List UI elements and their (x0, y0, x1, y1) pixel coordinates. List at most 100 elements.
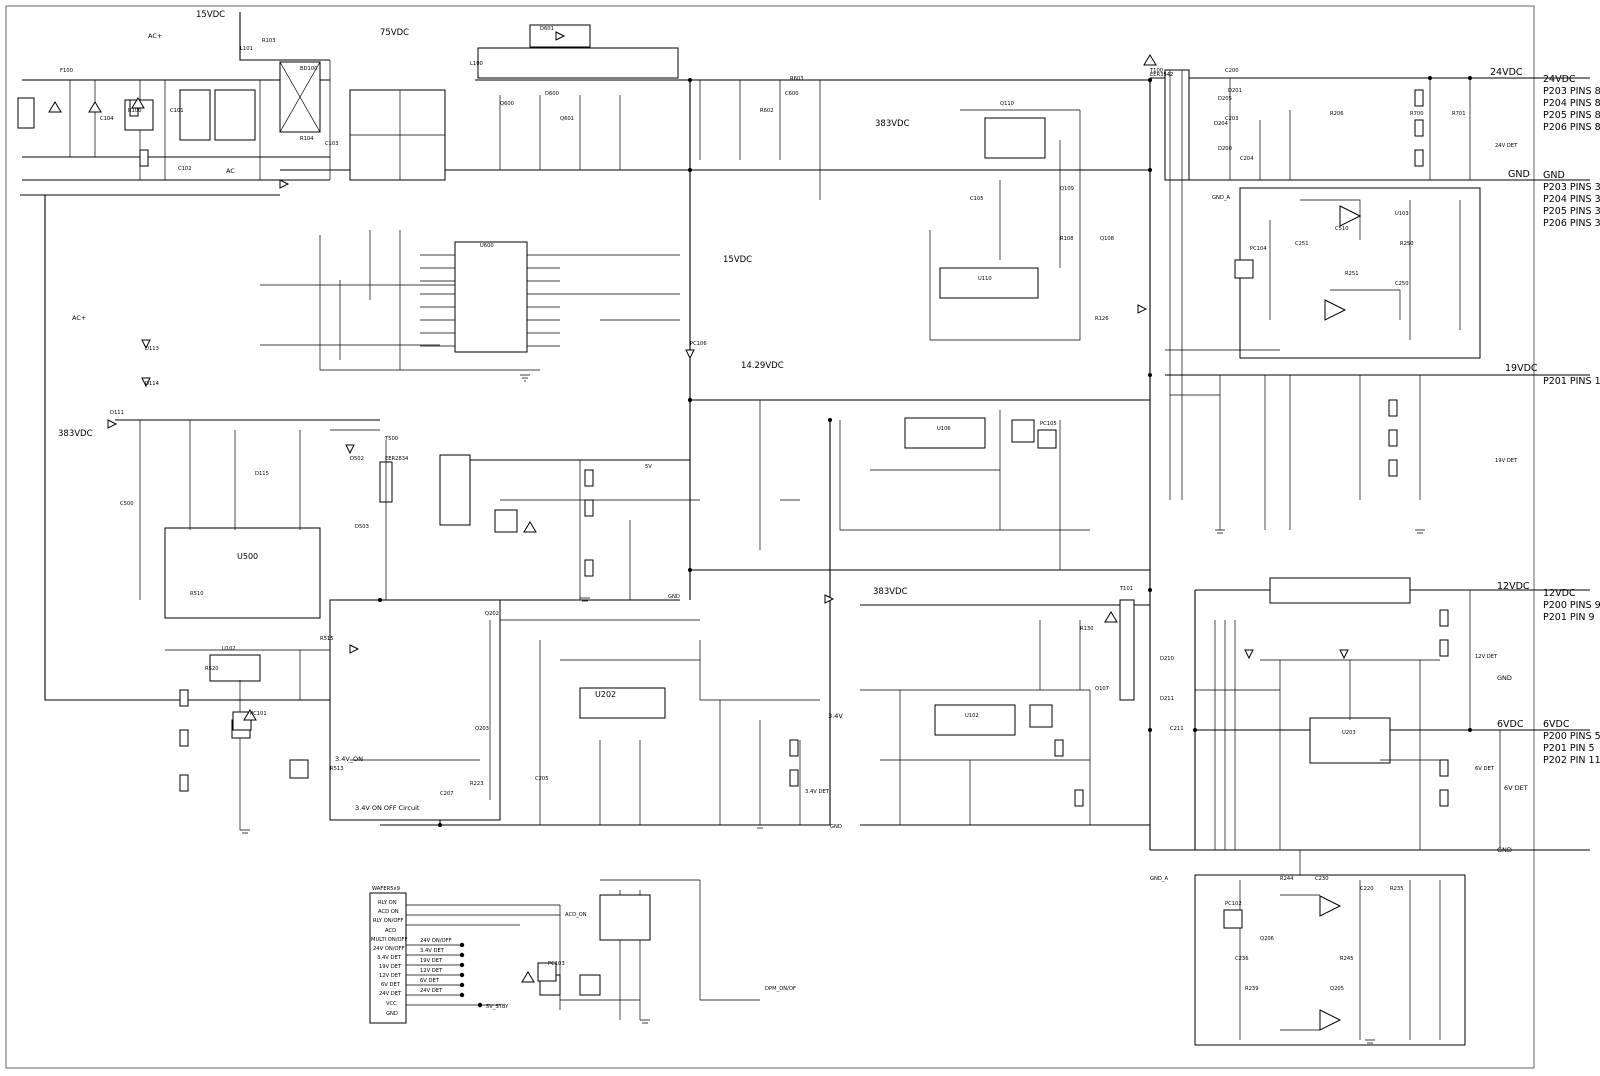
component-ref: C204 (1240, 156, 1254, 162)
label-gnd-bottom: GND (1497, 846, 1512, 854)
component-ref: C205 (535, 776, 549, 782)
optocoupler-icon (232, 259, 1254, 982)
component-ref: R245 (1340, 956, 1354, 962)
component-ref: C250 (1395, 281, 1409, 287)
component-ref: R235 (1390, 886, 1404, 892)
label-12v-pin-1: P200 PINS 9, 10 (1543, 600, 1600, 611)
connector-title: WAFER5x9 (372, 886, 400, 892)
label-6v-pin-2: P201 PIN 5 (1543, 743, 1595, 754)
component-ref: R602 (760, 108, 774, 114)
ic-u203: U203 (1342, 730, 1356, 736)
component-ref: C500 (120, 501, 134, 507)
component-ref: R103 (262, 38, 276, 44)
component-ref: T100 (1149, 68, 1163, 74)
component-ref: L101 (240, 46, 253, 52)
connector-dots (459, 942, 483, 1008)
label-6vdc: 6VDC (1543, 719, 1570, 730)
component-ref: R515 (320, 636, 334, 642)
component-ref: D211 (1160, 696, 1174, 702)
component-ref: Q110 (1000, 101, 1014, 107)
label-3v4: 3.4V (828, 712, 843, 720)
component-refs: F100C101C102L101R103R104BD100C103R100C10… (60, 26, 1466, 992)
component-ref: R700 (1410, 111, 1424, 117)
component-ref: C236 (1235, 956, 1249, 962)
connector-tag-4: 6V DET (420, 978, 440, 984)
component-ref: Q109 (1060, 186, 1074, 192)
label-gnd-mid: GND (830, 824, 842, 830)
u102-block (860, 599, 1135, 825)
u106-block (759, 400, 1090, 570)
label-75vdc: 75VDC (380, 28, 409, 38)
component-ref: D601 (540, 26, 554, 32)
connector-block (369, 879, 760, 1024)
component-ref: PC102 (1225, 901, 1242, 907)
label-24v-det: 24V DET (1495, 143, 1518, 149)
note-transformer-aux: EER2834 (385, 456, 409, 462)
label-383vdc-mid: 383VDC (873, 587, 908, 597)
component-ref: R108 (1060, 236, 1074, 242)
component-ref: C105 (970, 196, 984, 202)
label-19v-det: 19V DET (1495, 458, 1518, 464)
component-ref: C600 (785, 91, 799, 97)
component-ref: Q107 (1095, 686, 1109, 692)
label-gnd-a-top: GND_A (1212, 195, 1230, 201)
label-gnd-pin-3: P205 PINS 3 - 7 (1543, 206, 1600, 217)
component-ref: Q601 (560, 116, 574, 122)
label-6v-det: 6V DET (1504, 784, 1528, 792)
connector-pin-6: 3.4V DET (377, 955, 402, 961)
regulation-lower-right (1194, 850, 1466, 1046)
regulation-19v (1165, 349, 1421, 530)
component-ref: D502 (350, 456, 364, 462)
component-ref: C510 (1335, 226, 1349, 232)
label-12vdc: 12VDC (1543, 588, 1576, 599)
ic-text: U500 U202 U110 U102 U203 U106 U600 U102 (222, 243, 1356, 736)
component-ref: C200 (1225, 68, 1239, 74)
component-ref: D201 (1228, 88, 1242, 94)
connector-tag-5: 24V DET (420, 988, 443, 994)
label-3v4-det: 3.4V DET (805, 789, 830, 795)
junction-dots (378, 76, 1472, 827)
input-filter (17, 60, 331, 180)
component-ref: PC103 (548, 961, 565, 967)
ic-u202: U202 (595, 690, 616, 699)
connector-pin-4: MULTI ON/OFF (371, 937, 408, 943)
component-ref: D600 (545, 91, 559, 97)
main-rails (20, 12, 1590, 851)
component-ref: T500 (384, 436, 398, 442)
component-ref: Q202 (485, 611, 499, 617)
connector-text: WAFER5x9 RLY ON ACD ON RLY ON/OFF ACD MU… (371, 886, 452, 1017)
label-6v-det-small: 6V DET (1475, 766, 1495, 772)
component-ref: C102 (178, 166, 192, 172)
component-ref: D111 (110, 410, 124, 416)
component-ref: D200 (1218, 146, 1232, 152)
label-24vdc: 24VDC (1543, 74, 1576, 85)
connector-pin-10: 24V DET (379, 991, 402, 997)
component-ref: BD100 (300, 66, 317, 72)
label-24v-pin-1: P203 PINS 8 - 12 (1543, 86, 1600, 97)
component-ref: C220 (1360, 886, 1374, 892)
connector-pin-0: RLY ON (378, 900, 397, 906)
label-3v4-on: 3.4V_ON (335, 755, 363, 763)
connector-tag-1: 3.4V DET (420, 948, 445, 954)
ic-u600: U600 (480, 243, 494, 249)
component-ref: R701 (1452, 111, 1466, 117)
label-dpm-onoff: DPM_ON/OF (765, 986, 796, 992)
pfc-block (349, 24, 821, 200)
component-ref: C230 (1315, 876, 1329, 882)
connector-tag-3: 12V DET (420, 968, 443, 974)
label-gnd-out: GND (1543, 170, 1565, 181)
drawing-frame (5, 5, 1535, 1069)
ic-u110: U110 (978, 276, 992, 282)
label-gnd-12v: GND (1497, 674, 1512, 682)
u110-block (929, 69, 1190, 500)
component-ref: U103 (1395, 211, 1409, 217)
u202-block (329, 454, 820, 825)
label-gnd-rail: GND (1508, 169, 1530, 180)
component-ref: PC105 (1040, 421, 1057, 427)
label-5v-stby: 5V_STBY (486, 1004, 509, 1010)
warning-triangle-icon (48, 54, 1157, 983)
component-ref: R244 (1280, 876, 1294, 882)
label-gnd-pin-1: P203 PINS 3 - 7 (1543, 182, 1600, 193)
component-ref: C103 (325, 141, 339, 147)
